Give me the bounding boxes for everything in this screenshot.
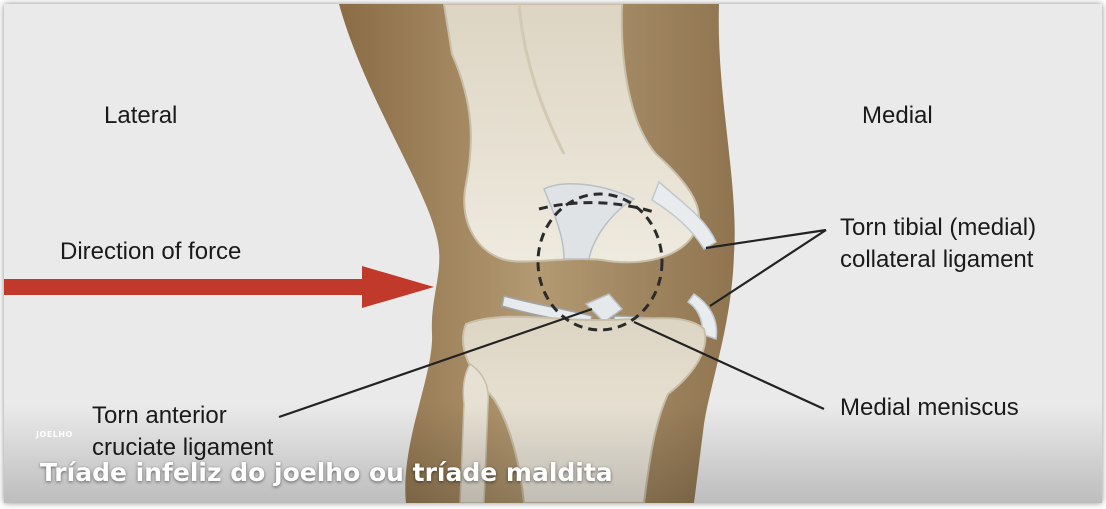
torn-tibial-line2: collateral ligament <box>840 244 1033 276</box>
medial-label: Medial <box>862 102 933 130</box>
torn-acl-line1: Torn anterior <box>92 400 227 432</box>
category-tag[interactable]: JOELHO <box>36 430 73 439</box>
force-arrow-shaft <box>4 279 364 295</box>
direction-of-force-label: Direction of force <box>60 238 241 266</box>
lateral-label: Lateral <box>104 102 177 130</box>
medial-meniscus-label: Medial meniscus <box>840 394 1019 422</box>
caption-title[interactable]: Tríade infeliz do joelho ou tríade maldi… <box>40 458 613 487</box>
knee-triad-figure: Lateral Medial Direction of force Torn t… <box>4 4 1102 503</box>
force-arrow-head <box>362 266 434 308</box>
torn-tibial-line1: Torn tibial (medial) <box>840 212 1036 244</box>
